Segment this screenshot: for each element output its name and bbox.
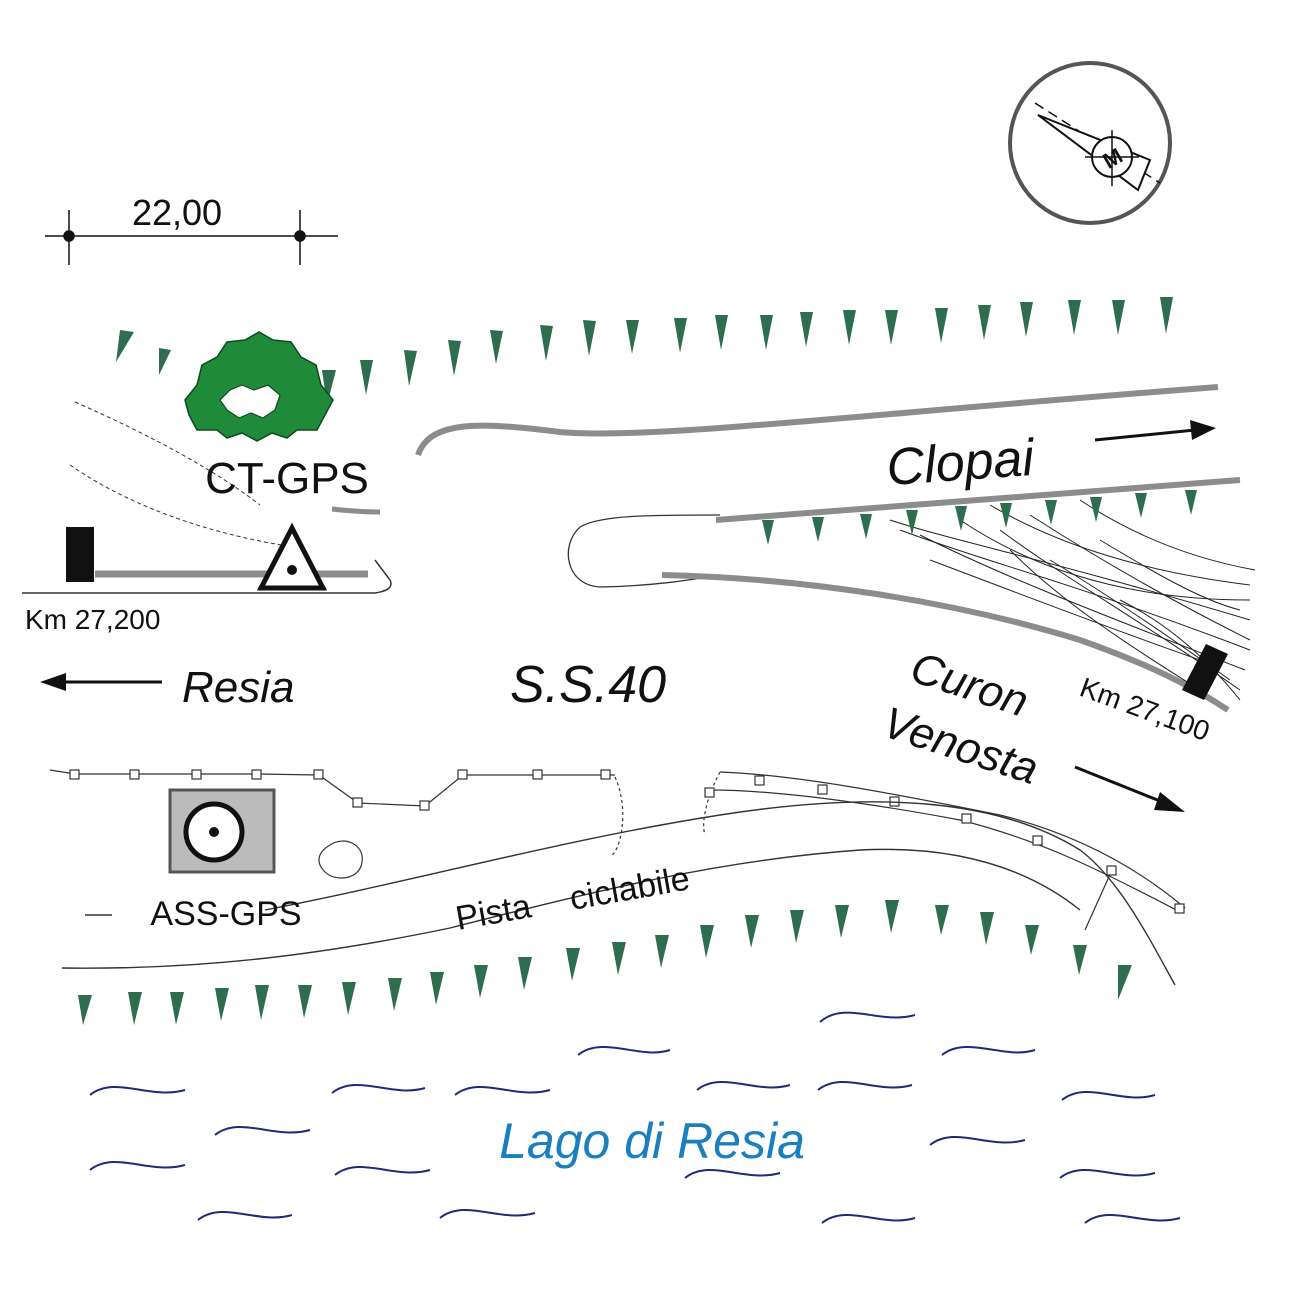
- fence-right: [703, 771, 1186, 931]
- tree-row-clopai: [762, 490, 1197, 545]
- pond-shape: [318, 840, 363, 879]
- triangle-gps-icon: [256, 522, 328, 591]
- north-arrow-icon: M: [1008, 61, 1172, 225]
- dashed-path: [69, 401, 301, 549]
- road-lower-curve: [661, 572, 1230, 713]
- scale-bar-label: 22,00: [132, 192, 222, 233]
- arrow-right-icon: [1094, 420, 1216, 442]
- tree-row-top: [116, 297, 1173, 405]
- road-upper-edge: [415, 384, 1219, 457]
- ct-gps-label: CT-GPS: [205, 454, 369, 503]
- tree-row-bottom: [78, 900, 1132, 1025]
- km-27200-label: Km 27,200: [25, 604, 160, 635]
- resia-label: Resia: [182, 663, 295, 712]
- bush-icon: [184, 331, 334, 442]
- clopai-label: Clopai: [885, 429, 1038, 497]
- arrow-down-right-icon: [1074, 765, 1185, 812]
- ass-gps-marker: [168, 788, 276, 874]
- pista-label: Pista: [453, 887, 534, 938]
- arrow-left-icon: [40, 673, 162, 691]
- ciclabile-label: ciclabile: [567, 859, 693, 917]
- fence-left: [49, 769, 624, 856]
- ss40-label: S.S.40: [510, 656, 666, 714]
- traffic-island: [567, 514, 721, 588]
- benchmark-icon: [1182, 644, 1228, 700]
- lake-label: Lago di Resia: [499, 1113, 805, 1169]
- benchmark-icon: [66, 527, 94, 582]
- clopai-road-lower: [715, 477, 1241, 523]
- ass-gps-label: ASS-GPS: [150, 895, 301, 933]
- scale-bar: [45, 210, 338, 265]
- water-waves: [89, 1011, 1181, 1224]
- left-road-stub: [22, 506, 392, 594]
- bicycle-path: [61, 801, 1176, 986]
